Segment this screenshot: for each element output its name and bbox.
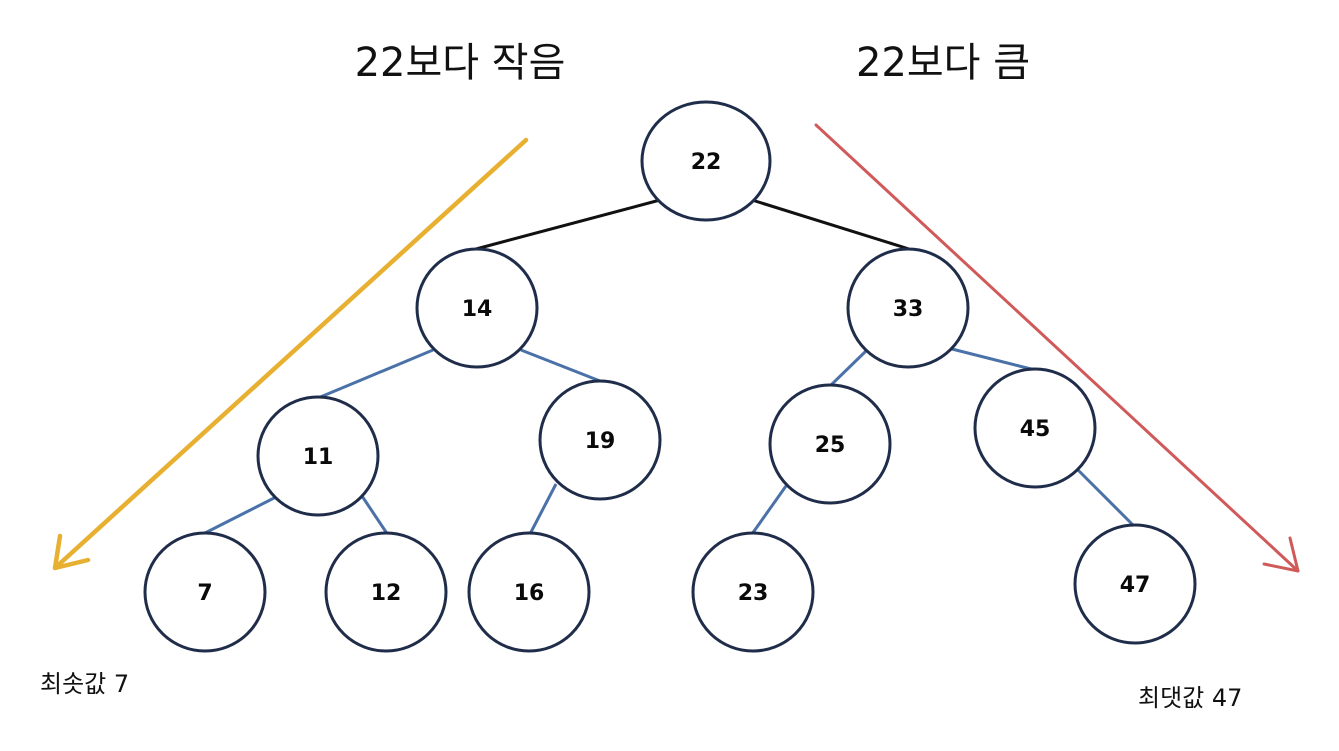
node-14-label: 14 — [462, 297, 493, 322]
node-45: 45 — [973, 367, 1097, 489]
node-12: 12 — [324, 531, 448, 653]
edge-33-45 — [947, 346, 1036, 372]
left-arrow-shaft — [52, 137, 529, 571]
edge-11-7 — [204, 494, 279, 535]
node-33-circle — [846, 247, 970, 369]
node-23: 23 — [691, 531, 815, 653]
node-16: 16 — [467, 531, 591, 653]
node-23-label: 23 — [738, 581, 769, 606]
edge-14-19 — [520, 348, 601, 383]
node-25-label: 25 — [815, 433, 846, 458]
node-47: 47 — [1073, 523, 1197, 645]
heading-right: 22보다 큼 — [856, 40, 1030, 86]
node-11-label: 11 — [303, 445, 334, 470]
edge-22-33 — [751, 198, 910, 251]
node-47-circle — [1073, 523, 1197, 645]
node-47-label: 47 — [1120, 573, 1151, 598]
edge-11-12 — [360, 495, 390, 536]
tree-edges — [204, 198, 1135, 536]
edge-14-11 — [317, 348, 434, 400]
min-caption: 최솟값 7 — [40, 670, 129, 698]
right-arrow-shaft — [814, 123, 1300, 573]
right-arrow-head — [1262, 536, 1300, 573]
node-45-circle — [973, 367, 1097, 489]
node-7-circle — [143, 531, 267, 653]
tree-nodes: 22 14 33 11 19 25 45 7 — [143, 100, 1197, 653]
node-19-label: 19 — [585, 429, 616, 454]
edge-45-47 — [1076, 468, 1135, 527]
node-22-label: 22 — [691, 150, 722, 175]
node-7-label: 7 — [197, 581, 212, 606]
node-12-circle — [324, 531, 448, 653]
node-33-label: 33 — [893, 297, 924, 322]
max-caption: 최댓값 47 — [1138, 684, 1242, 712]
node-11-circle — [256, 395, 380, 517]
node-12-label: 12 — [371, 581, 402, 606]
heading-left: 22보다 작음 — [355, 40, 566, 86]
node-11: 11 — [256, 395, 380, 517]
node-22: 22 — [640, 100, 772, 222]
node-25-circle — [768, 383, 892, 505]
node-23-circle — [691, 531, 815, 653]
node-22-circle — [640, 100, 772, 222]
node-14-circle — [415, 247, 539, 369]
edge-33-25 — [828, 349, 868, 388]
node-16-circle — [467, 531, 591, 653]
right-arrow — [814, 123, 1300, 573]
node-25: 25 — [768, 383, 892, 505]
edge-22-14 — [475, 198, 661, 251]
node-16-label: 16 — [514, 581, 545, 606]
left-arrow — [52, 137, 529, 571]
node-33: 33 — [846, 247, 970, 369]
node-7: 7 — [143, 531, 267, 653]
node-14: 14 — [415, 247, 539, 369]
node-45-label: 45 — [1020, 417, 1051, 442]
node-19: 19 — [538, 379, 662, 501]
node-19-circle — [538, 379, 662, 501]
edge-25-23 — [750, 485, 788, 535]
edge-19-16 — [528, 483, 558, 535]
left-arrow-head — [52, 533, 91, 571]
